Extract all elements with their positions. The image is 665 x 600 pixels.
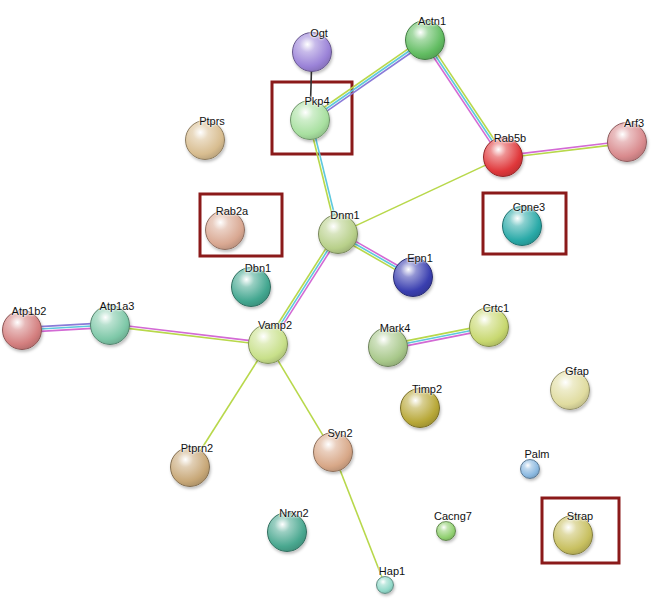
highlight-frame [542,498,619,563]
interaction-edge [352,241,398,270]
node-label: Arf3 [624,117,644,129]
edge-strand [521,143,609,154]
interaction-edge [433,54,495,144]
interaction-edge [276,248,331,330]
edge-strand [406,333,472,346]
interaction-edge [521,143,610,156]
protein-node: Atp1a3 [90,305,130,345]
edge-strand [521,145,609,156]
highlight-frame [272,82,352,154]
protein-node: Cpne3 [502,206,542,246]
interaction-edge [323,48,411,111]
protein-node: Atp1b2 [2,310,42,350]
protein-node: Mark4 [368,327,408,367]
protein-node: Pkp4 [290,100,330,140]
protein-node: Hap1 [376,576,394,594]
edge-strand [355,241,399,266]
edge-strand [200,359,259,452]
edge-strand [325,50,410,109]
protein-node: Syn2 [313,432,353,472]
edge-strand [352,245,396,270]
edge-strand [437,54,495,141]
node-label: Hap1 [379,565,405,577]
node-label: Timp2 [412,383,442,395]
node-label: Gfap [565,365,589,377]
node-label: Rab5b [494,132,526,144]
node-label: Pkp4 [304,95,329,107]
protein-node: Rab2a [205,210,245,250]
edge-strand [278,249,329,329]
node-label: Atp1b2 [12,305,47,317]
edge-strand [433,56,491,143]
edge-strand [406,330,472,343]
edge-strand [280,250,331,330]
edge-strand [40,324,92,327]
node-label: Strap [567,510,593,522]
node-label: Cpne3 [513,201,545,213]
node-label: Dbn1 [245,262,271,274]
node-label: Vamp2 [258,319,292,331]
protein-node: Palm [520,459,540,479]
node-label: Rab2a [216,205,248,217]
protein-node: Strap [553,515,593,555]
protein-node: Dbn1 [231,267,271,307]
protein-node: Cacng7 [436,521,456,541]
node-label: Mark4 [380,322,411,334]
interaction-edge [313,137,335,217]
node-label: Ptprn2 [181,442,213,454]
interaction-edge [277,359,323,436]
interaction-edge [340,469,382,578]
node-label: Cacng7 [434,510,472,522]
protein-node: Rab5b [483,137,523,177]
interaction-edge [40,324,92,332]
edge-strand [354,165,486,227]
interaction-edge [200,359,259,452]
interaction-edge [405,328,472,346]
edge-strand [128,328,250,343]
edge-strand [340,469,382,578]
node-label: Epn1 [407,252,433,264]
node-label: Syn2 [327,427,352,439]
edge-strand [277,359,323,436]
edge-strand [326,52,411,111]
node-label: Palm [524,448,549,460]
interaction-edge [354,165,486,227]
protein-node: Dnm1 [318,214,358,254]
edge-strand [276,248,327,328]
highlight-frame [483,193,566,254]
node-label: Actn1 [418,15,446,27]
node-label: Nrxn2 [279,507,308,519]
node-label: Crtc1 [483,302,509,314]
edge-strand [128,326,250,341]
node-label: Atp1a3 [100,300,135,312]
protein-node: Ptprs [185,120,225,160]
protein-node: Crtc1 [469,307,509,347]
edge-strand [354,243,398,268]
protein-node: Actn1 [405,20,445,60]
edge-strand [435,55,493,142]
node-label: Ogt [310,27,328,39]
protein-node: Epn1 [393,257,433,297]
protein-node: Vamp2 [248,324,288,364]
protein-node: Nrxn2 [267,512,307,552]
protein-node: Arf3 [607,122,647,162]
node-label: Dnm1 [330,209,359,221]
interaction-edge [128,326,251,343]
edge-strand [315,137,334,216]
highlight-frame [200,194,282,256]
protein-node: Ogt [292,32,332,72]
edge-strand [323,48,408,107]
protein-node: Ptprn2 [170,447,210,487]
node-label: Ptprs [199,115,225,127]
edge-strand [313,138,332,217]
protein-node: Gfap [550,370,590,410]
protein-node: Timp2 [400,388,440,428]
